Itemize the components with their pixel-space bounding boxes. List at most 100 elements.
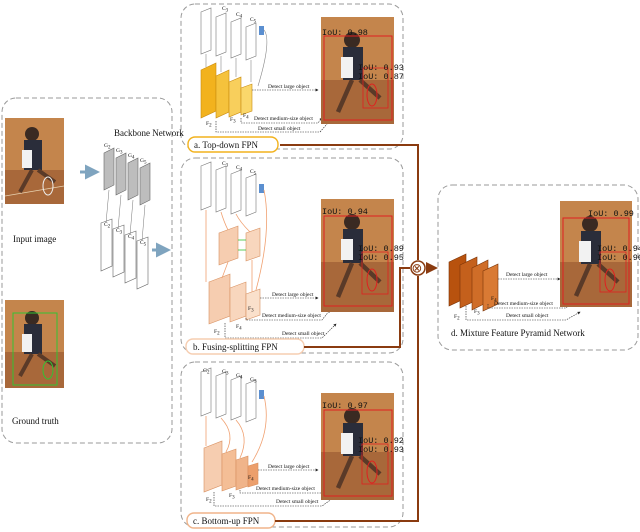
svg-text:C5: C5	[250, 17, 257, 25]
ground-truth-label: Ground truth	[12, 416, 59, 426]
svg-text:F2: F2	[454, 314, 460, 322]
panel-a-c-layers	[200, 7, 257, 61]
svg-text:F4: F4	[236, 324, 242, 332]
svg-text:F4: F4	[491, 296, 497, 304]
panel-a-iou-3: IoU: 0.87	[358, 72, 404, 82]
panel-d-caption: d. Mixture Feature Pyramid Network	[451, 328, 585, 338]
svg-text:G4: G4	[128, 153, 135, 161]
panel-b-detect-small: Detect small object	[282, 331, 325, 337]
panel-b-c-labels: C3 C4 C5	[222, 161, 257, 177]
panel-c-border	[180, 361, 404, 528]
panel-d-detect-large: Detect large object	[506, 272, 548, 278]
svg-text:F3: F3	[474, 309, 480, 317]
svg-text:G3: G3	[222, 369, 229, 377]
panel-a-border	[180, 3, 404, 150]
panel-b-iou-1: IoU: 0.94	[322, 207, 368, 217]
panel-d-detect-medium: Detect medium-size object	[494, 301, 553, 307]
panel-d-f-layers	[448, 253, 499, 312]
panel-b-c-layers	[200, 161, 257, 217]
arrow-b-to-fusion	[304, 267, 410, 348]
svg-text:C5: C5	[140, 240, 147, 248]
svg-text:a. Top-down FPN: a. Top-down FPN	[194, 140, 258, 150]
panel-a-result-image	[321, 17, 394, 124]
svg-text:F3: F3	[229, 493, 235, 501]
panel-c-detect-small: Detect small object	[276, 499, 319, 505]
panel-b-f-labels: F2 F4 F3	[214, 306, 254, 337]
left-panel-border	[1, 97, 173, 444]
svg-text:F2: F2	[206, 121, 212, 129]
arrow-c-to-fusion	[275, 276, 419, 522]
svg-text:G5: G5	[250, 377, 257, 385]
panel-c-iou-3: IoU: 0.93	[358, 445, 404, 455]
svg-text:C4: C4	[236, 12, 243, 20]
svg-text:C3: C3	[222, 6, 229, 14]
svg-text:b. Fusing-splitting FPN: b. Fusing-splitting FPN	[193, 342, 278, 352]
svg-text:F3: F3	[230, 117, 236, 125]
panel-a-f-labels: F2 F3 F4	[206, 113, 249, 129]
panel-d-iou-2: IoU: 0.94	[597, 244, 640, 254]
panel-d-iou-3: IoU: 0.96	[597, 253, 640, 263]
panel-c-detect-large: Detect large object	[268, 464, 310, 470]
panel-a-detect-medium: Detect medium-size object	[254, 116, 313, 122]
svg-text:⊗: ⊗	[412, 262, 423, 277]
panel-a-detect-large: Detect large object	[268, 84, 310, 90]
svg-text:C4: C4	[128, 234, 135, 242]
panel-b-iou-3: IoU: 0.95	[358, 253, 404, 263]
panel-b-conv-block	[259, 184, 264, 193]
panel-a-iou-2: IoU: 0.93	[358, 63, 404, 73]
arrow-a-to-fusion	[280, 144, 419, 260]
panel-c-iou-2: IoU: 0.92	[358, 436, 404, 446]
svg-text:F2: F2	[214, 329, 220, 337]
svg-text:G2: G2	[203, 368, 210, 376]
panel-b-caption: b. Fusing-splitting FPN	[185, 338, 305, 355]
panel-a-iou-1: IoU: 0.98	[322, 28, 368, 38]
backbone-title: Backbone Network	[114, 128, 184, 138]
svg-text:G4: G4	[236, 373, 243, 381]
svg-text:G5: G5	[140, 158, 147, 166]
input-image	[4, 118, 65, 204]
panel-c-f-layers	[203, 440, 259, 493]
panel-d-result-image	[560, 201, 632, 307]
svg-text:G2: G2	[104, 143, 111, 151]
panel-a-c-labels: C3 C4 C5	[222, 6, 257, 25]
svg-text:C2: C2	[104, 222, 111, 230]
panel-c-caption: c. Bottom-up FPN	[186, 512, 276, 529]
svg-text:C3: C3	[222, 161, 229, 169]
svg-text:G3: G3	[116, 148, 123, 156]
panel-a-f-layers	[200, 62, 253, 119]
input-image-label: Input image	[13, 234, 56, 244]
backbone-g-labels: G2 G3 G4 G5	[104, 143, 147, 166]
panel-b-border	[180, 157, 404, 354]
panel-b-fusion-layers	[208, 225, 261, 325]
panel-a-conv-block	[259, 26, 264, 35]
backbone-c-labels: C2 C3 C4 C5	[104, 222, 147, 248]
svg-text:F4: F4	[248, 475, 254, 483]
panel-c-c-layers	[200, 367, 257, 423]
panel-b-detect-large: Detect large object	[272, 292, 314, 298]
fusion-node: ⊗	[410, 260, 426, 277]
panel-c-result-image	[321, 393, 394, 500]
svg-text:F2: F2	[206, 497, 212, 505]
svg-text:C3: C3	[116, 228, 123, 236]
ground-truth-box	[12, 312, 58, 386]
panel-d-detect-small: Detect small object	[506, 313, 549, 319]
panel-c-conv-block	[259, 390, 264, 399]
svg-text:F4: F4	[243, 113, 249, 121]
backbone-c-layers	[100, 218, 149, 290]
ground-truth-image	[5, 300, 64, 388]
backbone-gray-layers	[103, 147, 151, 206]
panel-a-detect-small: Detect small object	[258, 126, 301, 132]
panel-c-c-labels: G2 G3 G4 G5	[203, 368, 257, 385]
svg-text:F3: F3	[248, 306, 254, 314]
panel-b-result-image	[321, 199, 394, 312]
panel-c-detect-medium: Detect medium-size object	[256, 486, 315, 492]
svg-text:c. Bottom-up FPN: c. Bottom-up FPN	[193, 516, 260, 526]
panel-a-caption: a. Top-down FPN	[187, 136, 279, 153]
panel-b-detect-medium: Detect medium-size object	[262, 313, 321, 319]
panel-d-f-labels: F2 F3 F4	[454, 296, 497, 322]
svg-text:C4: C4	[236, 165, 243, 173]
panel-d-iou-1: IoU: 0.99	[588, 209, 634, 219]
panel-b-iou-2: IoU: 0.89	[358, 244, 404, 254]
svg-text:C5: C5	[250, 169, 257, 177]
